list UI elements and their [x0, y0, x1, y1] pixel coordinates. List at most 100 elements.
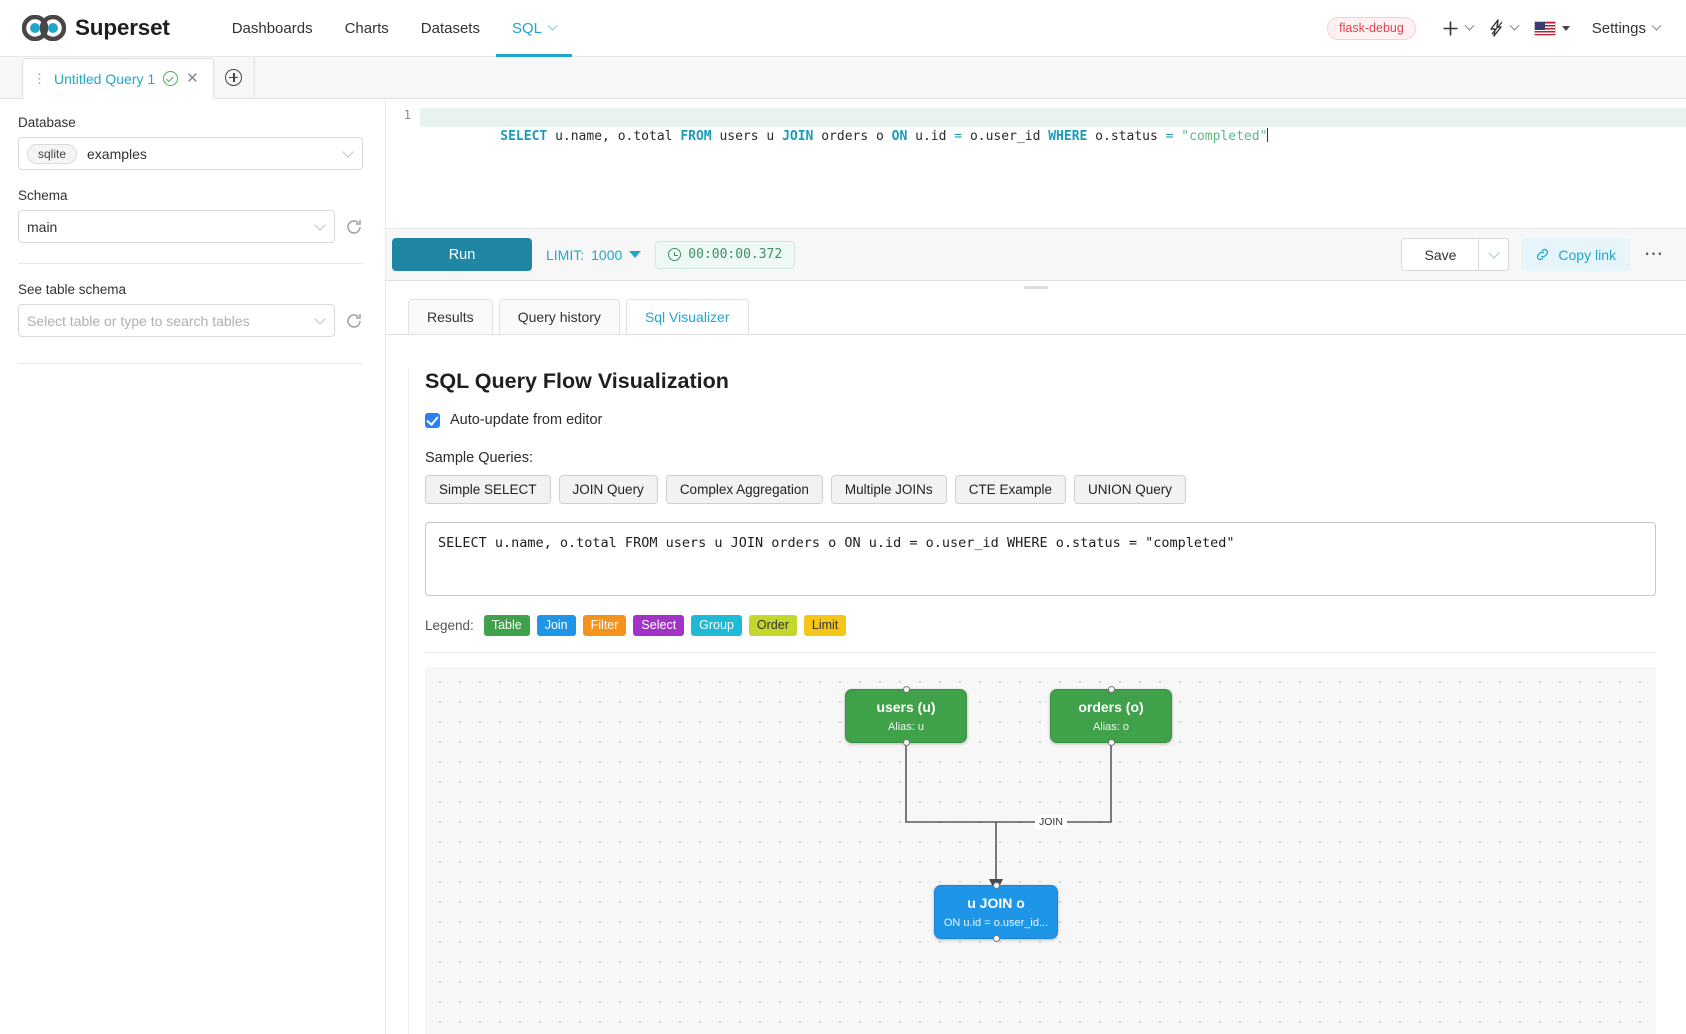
result-tab-bar: Results Query history Sql Visualizer	[386, 293, 1686, 335]
visualizer-content: SQL Query Flow Visualization Auto-update…	[408, 369, 1656, 1034]
save-dropdown-button[interactable]	[1479, 238, 1510, 271]
legend-label: Legend:	[425, 618, 474, 633]
see-table-schema-label: See table schema	[18, 282, 127, 297]
node-handle-top[interactable]	[902, 686, 910, 693]
add-query-tab-button[interactable]	[214, 57, 255, 98]
nav-link-dashboards[interactable]: Dashboards	[216, 0, 329, 57]
flow-node-join[interactable]: u JOIN o ON u.id = o.user_id...	[934, 882, 1058, 942]
token-from: FROM	[680, 129, 712, 144]
nav-link-datasets[interactable]: Datasets	[405, 0, 496, 57]
schema-select[interactable]: main	[18, 210, 335, 243]
nav-link-charts[interactable]: Charts	[329, 0, 405, 57]
close-icon[interactable]: ✕	[186, 70, 199, 87]
brand-logo-area[interactable]: Superset	[22, 15, 170, 41]
page-title: SQL Query Flow Visualization	[425, 369, 729, 393]
bolt-icon	[1490, 19, 1503, 37]
chevron-down-icon	[1464, 20, 1475, 31]
tab-sql-visualizer[interactable]: Sql Visualizer	[625, 299, 749, 335]
nav-link-sql[interactable]: SQL	[496, 0, 572, 57]
table-search-placeholder: Select table or type to search tables	[27, 312, 250, 329]
token-table-users: users u	[711, 129, 783, 144]
settings-menu[interactable]: Settings	[1580, 20, 1664, 37]
drag-handle-icon[interactable]: ⋮	[33, 71, 46, 86]
legend: Legend: Table Join Filter Select Group O…	[425, 615, 1656, 636]
database-engine-tag: sqlite	[27, 143, 78, 164]
check-circle-icon	[163, 71, 179, 86]
legend-tag-filter: Filter	[582, 615, 627, 636]
node-handle-bottom[interactable]	[992, 935, 1000, 942]
table-search-select[interactable]: Select table or type to search tables	[18, 304, 335, 337]
sample-query-cte-example[interactable]: CTE Example	[954, 475, 1066, 504]
chevron-down-icon	[342, 145, 354, 158]
database-value: examples	[87, 145, 147, 162]
limit-dropdown[interactable]: LIMIT: 1000	[546, 247, 642, 263]
node-title: u JOIN o	[967, 895, 1025, 912]
tab-query-history[interactable]: Query history	[498, 299, 620, 335]
pane-resize-handle[interactable]	[386, 281, 1686, 293]
token-join: JOIN	[782, 129, 814, 144]
query-tab-label: Untitled Query 1	[54, 70, 156, 87]
query-timer: 00:00:00.372	[655, 240, 796, 269]
sql-input-textarea[interactable]	[425, 522, 1656, 596]
editor-code-area[interactable]: SELECT u.name, o.total FROM users u JOIN…	[420, 104, 1686, 228]
nav-link-label: SQL	[511, 19, 542, 37]
sql-editor[interactable]: 1 SELECT u.name, o.total FROM users u JO…	[386, 99, 1686, 229]
tab-results[interactable]: Results	[408, 299, 493, 335]
node-handle-bottom[interactable]	[902, 739, 910, 746]
flow-node-users[interactable]: users (u) Alias: u	[845, 686, 967, 746]
run-button[interactable]: Run	[392, 238, 532, 271]
flask-debug-badge: flask-debug	[1327, 16, 1416, 40]
plus-icon	[1443, 21, 1458, 35]
sample-query-join-query[interactable]: JOIN Query	[558, 475, 658, 504]
sample-query-complex-aggregation[interactable]: Complex Aggregation	[665, 475, 823, 504]
new-item-button[interactable]	[1436, 16, 1479, 41]
editor-code-line: SELECT u.name, o.total FROM users u JOIN…	[420, 108, 1686, 144]
node-handle-top[interactable]	[992, 882, 1000, 889]
tab-label: Sql Visualizer	[644, 309, 730, 325]
flow-node-orders[interactable]: orders (o) Alias: o	[1050, 686, 1172, 746]
refresh-tables-icon[interactable]	[345, 312, 363, 330]
sample-queries-row: Simple SELECT JOIN Query Complex Aggrega…	[425, 475, 1656, 504]
refresh-schema-icon[interactable]	[345, 218, 363, 236]
node-handle-bottom[interactable]	[1107, 739, 1115, 746]
chevron-down-icon	[1651, 20, 1662, 31]
panel-divider-2	[18, 363, 363, 364]
clock-icon	[668, 248, 682, 261]
auto-update-checkbox[interactable]	[425, 412, 440, 428]
tab-underline	[386, 334, 1686, 335]
panel-divider	[18, 263, 363, 264]
token-userid: o.user_id	[962, 129, 1049, 144]
schema-label: Schema	[18, 188, 68, 203]
database-select[interactable]: sqlite examples	[18, 137, 363, 170]
node-handle-top[interactable]	[1107, 686, 1115, 693]
legend-tag-select: Select	[633, 615, 685, 636]
token-on: ON	[891, 129, 908, 144]
query-flow-canvas[interactable]: JOIN users (u) Alias: u orders (o) Alias…	[425, 667, 1656, 1034]
language-selector[interactable]	[1528, 17, 1576, 40]
legend-tag-table: Table	[483, 615, 530, 636]
edge-label-join: JOIN	[1035, 815, 1067, 829]
tab-label: Query history	[517, 309, 601, 325]
legend-tag-order: Order	[748, 615, 797, 636]
query-tab-untitled-query-1[interactable]: ⋮ Untitled Query 1 ✕	[22, 58, 214, 99]
sample-query-simple-select[interactable]: Simple SELECT	[425, 475, 551, 504]
sample-query-multiple-joins[interactable]: Multiple JOINs	[830, 475, 947, 504]
editor-toolbar: Run LIMIT: 1000 00:00:00.372 Save	[386, 229, 1686, 281]
sql-visualizer-pane: SQL Query Flow Visualization Auto-update…	[386, 335, 1686, 1034]
copy-link-button[interactable]: Copy link	[1521, 238, 1630, 271]
sample-query-union-query[interactable]: UNION Query	[1073, 475, 1186, 504]
legend-tag-group: Group	[691, 615, 742, 636]
more-options-icon[interactable]: ⋯	[1644, 244, 1664, 265]
node-title: orders (o)	[1078, 699, 1144, 716]
caret-down-icon	[629, 251, 642, 258]
chevron-down-icon	[547, 20, 558, 31]
save-button[interactable]: Save	[1401, 238, 1480, 271]
right-editor-panel: 1 SELECT u.name, o.total FROM users u JO…	[386, 99, 1686, 1034]
main-nav-links: Dashboards Charts Datasets SQL	[216, 0, 572, 57]
auto-update-label: Auto-update from editor	[450, 412, 603, 428]
token-select: SELECT	[500, 129, 548, 144]
nav-link-label: Datasets	[420, 19, 480, 37]
left-query-panel: Database sqlite examples Schema main See…	[0, 99, 386, 1034]
quick-actions-button[interactable]	[1483, 15, 1524, 41]
brand-name: Superset	[75, 15, 170, 40]
